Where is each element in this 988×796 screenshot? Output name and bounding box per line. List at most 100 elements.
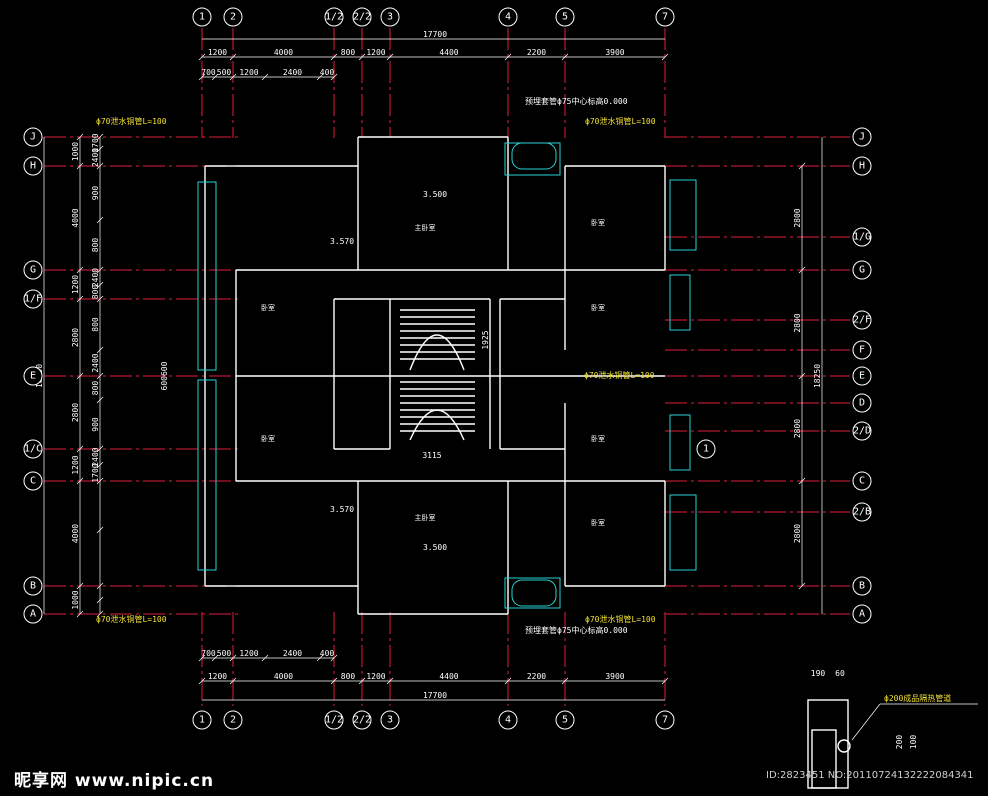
dim-left-inner-tick: [96, 281, 104, 289]
dim-3115: 3115: [422, 451, 441, 460]
dim-bottom-row1-label: 800: [341, 672, 356, 681]
axis-bubble-circle: [498, 710, 518, 730]
axis-bubble-circle: [498, 7, 518, 27]
axis-bubble-label: 2: [230, 715, 236, 726]
dim-top-row1-tick: [198, 53, 206, 61]
axis-bubble-circle: [655, 7, 675, 27]
dim-top-row2-tick: [261, 73, 269, 81]
room-label-bedroom-6: 卧室: [261, 434, 275, 443]
dim-bottom-row2-tick: [198, 654, 206, 662]
axis-bubble-label: 3: [387, 715, 393, 726]
dim-left-outer-label: 1000: [71, 142, 80, 161]
dim-top-row2-tick: [330, 73, 338, 81]
dim-right-outer-label: 2800: [793, 524, 802, 543]
axis-bubble-label: 7: [662, 715, 668, 726]
room-label-bedroom-2: 卧室: [591, 303, 605, 312]
dim-right-outer-tick: [798, 582, 806, 590]
window-frame: [197, 379, 217, 571]
axis-bubble-label: 2/F: [853, 315, 871, 326]
dim-left-inner-tick: [96, 133, 104, 141]
axis-bubble-circle: [23, 260, 43, 280]
callout-circle: [696, 439, 716, 459]
dim-top-row2-label: 400: [320, 68, 335, 77]
dim-bottom-row1-label: 4000: [274, 672, 293, 681]
elevation-3500-bottom: 3.500: [423, 543, 447, 552]
dim-left-inner-tick: [96, 445, 104, 453]
axis-bubble-top: 2: [223, 7, 243, 27]
dim-left-outer-label: 1200: [71, 275, 80, 294]
dim-top-row1-label: 2200: [527, 48, 546, 57]
dim-top-row1-tick: [561, 53, 569, 61]
stair-curve: [409, 409, 465, 441]
dim-top-row2-tick: [229, 73, 237, 81]
axis-bubble-circle: [324, 710, 344, 730]
axis-bubble-label: 2/D: [853, 426, 871, 437]
axis-bubble-circle: [223, 710, 243, 730]
axis-bubble-circle: [852, 604, 872, 624]
dim-left-outer-tick: [76, 582, 84, 590]
dim-top-row1-tick: [330, 53, 338, 61]
dim-top-row2-label: 500: [217, 68, 232, 77]
dim-top-row1-label: 800: [341, 48, 356, 57]
dim-bottom-row1-tick: [661, 677, 669, 685]
axis-bubble-circle: [380, 7, 400, 27]
axis-bubble-circle: [380, 710, 400, 730]
annotation-texts: 主卧室主卧室卧室卧室卧室卧室卧室卧室3.5003.5003.5703.57031…: [96, 96, 716, 635]
pipe-label-bottom-right: ϕ70泄水铜管L=100: [585, 614, 656, 624]
axis-bubble-label: 4: [505, 715, 511, 726]
axis-bubble-label: A: [859, 609, 865, 620]
dim-left-outer-label: 4000: [71, 524, 80, 543]
elevation-3570-top: 3.570: [330, 237, 354, 246]
axis-bubble-label: H: [30, 161, 36, 172]
axis-bubble-label: F: [859, 345, 865, 356]
axis-bubble-circle: [192, 7, 212, 27]
axis-bubble-right: D: [852, 393, 872, 413]
room-label-master-bottom: 主卧室: [415, 513, 436, 522]
axis-bubble-bottom: 1: [192, 710, 212, 730]
axis-bubble-circle: [23, 576, 43, 596]
axis-bubble-right: 2/F: [852, 310, 872, 330]
axis-bubble-label: G: [30, 265, 36, 276]
axis-bubble-label: E: [30, 371, 36, 382]
dim-right-outer-tick: [798, 477, 806, 485]
axis-bubble-circle: [852, 366, 872, 386]
axis-bubble-left: 1/C: [23, 439, 43, 459]
detail-note: ϕ200成品隔热管道: [884, 693, 951, 703]
dim-left-inner-tick: [96, 610, 104, 618]
axis-bubble-circle: [555, 7, 575, 27]
dim-left-inner-tick: [96, 477, 104, 485]
axis-bubble-right: B: [852, 576, 872, 596]
axis-bubble-right: H: [852, 156, 872, 176]
dim-left-outer-label: 1000: [71, 590, 80, 609]
axis-bubble-circle: [655, 710, 675, 730]
axis-bubble-left: E: [23, 366, 43, 386]
dim-left-outer-tick: [76, 133, 84, 141]
dim-total-top-label: 17700: [423, 30, 447, 39]
dim-left-outer-tick: [76, 372, 84, 380]
axis-bubble-right: 2/B: [852, 502, 872, 522]
dim-1925: 1925: [481, 330, 490, 349]
axis-bubble-label: 1/2: [325, 715, 343, 726]
axis-bubble-right: G: [852, 260, 872, 280]
axis-bubble-left: J: [23, 127, 43, 147]
axis-bubble-circle: [852, 471, 872, 491]
axis-bubble-circle: [23, 604, 43, 624]
axis-bubble-circle: [23, 156, 43, 176]
window-frame: [669, 179, 697, 251]
dim-top-row1-tick: [661, 53, 669, 61]
dim-top-row1-tick: [229, 53, 237, 61]
axis-bubble-bottom: 1/2: [324, 710, 344, 730]
axis-bubble-label: G: [859, 265, 865, 276]
dim-left-outer-tick: [76, 445, 84, 453]
pipe-label-top-right: ϕ70泄水铜管L=100: [585, 116, 656, 126]
axis-bubble-circle: [852, 393, 872, 413]
axis-bubble-label: 1: [199, 12, 205, 23]
dim-bottom-row1-label: 1200: [208, 672, 227, 681]
room-label-bedroom-1: 卧室: [591, 218, 605, 227]
dim-top-row1-tick: [504, 53, 512, 61]
axis-bubble-top: 5: [555, 7, 575, 27]
axis-bubble-left: 1/F: [23, 289, 43, 309]
axis-bubble-label: 7: [662, 12, 668, 23]
